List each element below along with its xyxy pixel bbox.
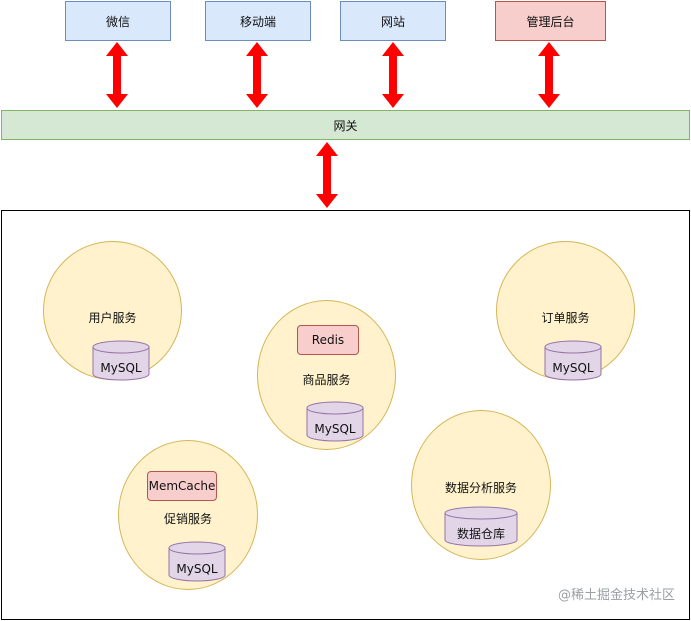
service-product: Redis 商品服务 MySQL <box>257 300 396 450</box>
arrow-wechat-gateway <box>106 42 128 108</box>
service-user: 用户服务 MySQL <box>43 241 182 382</box>
db-promo-mysql: MySQL <box>168 541 226 583</box>
arrow-gateway-services <box>316 142 338 208</box>
service-promo-label: 促销服务 <box>163 512 212 526</box>
service-analytics: 数据分析服务 数据仓库 <box>411 410 551 560</box>
arrow-admin-gateway <box>538 42 560 108</box>
client-admin: 管理后台 <box>495 1 606 41</box>
db-user-mysql: MySQL <box>92 340 150 382</box>
watermark: @稀土掘金技术社区 <box>557 588 675 603</box>
client-wechat: 微信 <box>65 1 171 41</box>
database-icon <box>92 340 150 381</box>
service-analytics-label: 数据分析服务 <box>444 481 517 495</box>
cache-redis: Redis <box>297 325 359 355</box>
client-mobile: 移动端 <box>205 1 311 41</box>
db-order-mysql: MySQL <box>544 340 602 382</box>
db-product-mysql: MySQL <box>306 401 364 443</box>
database-icon <box>168 541 226 582</box>
cache-memcache: MemCache <box>147 471 217 501</box>
arrow-website-gateway <box>382 42 404 108</box>
service-user-label: 用户服务 <box>88 311 137 325</box>
database-icon <box>306 401 364 442</box>
service-order: 订单服务 MySQL <box>496 241 635 382</box>
arrow-mobile-gateway <box>246 42 268 108</box>
client-website: 网站 <box>340 1 446 41</box>
service-promo: MemCache 促销服务 MySQL <box>118 440 258 590</box>
gateway-bar: 网关 <box>1 110 690 140</box>
service-product-label: 商品服务 <box>302 373 351 387</box>
service-order-label: 订单服务 <box>541 311 590 325</box>
db-analytics-warehouse: 数据仓库 <box>444 506 518 548</box>
database-icon <box>544 340 602 381</box>
database-icon <box>444 506 518 547</box>
